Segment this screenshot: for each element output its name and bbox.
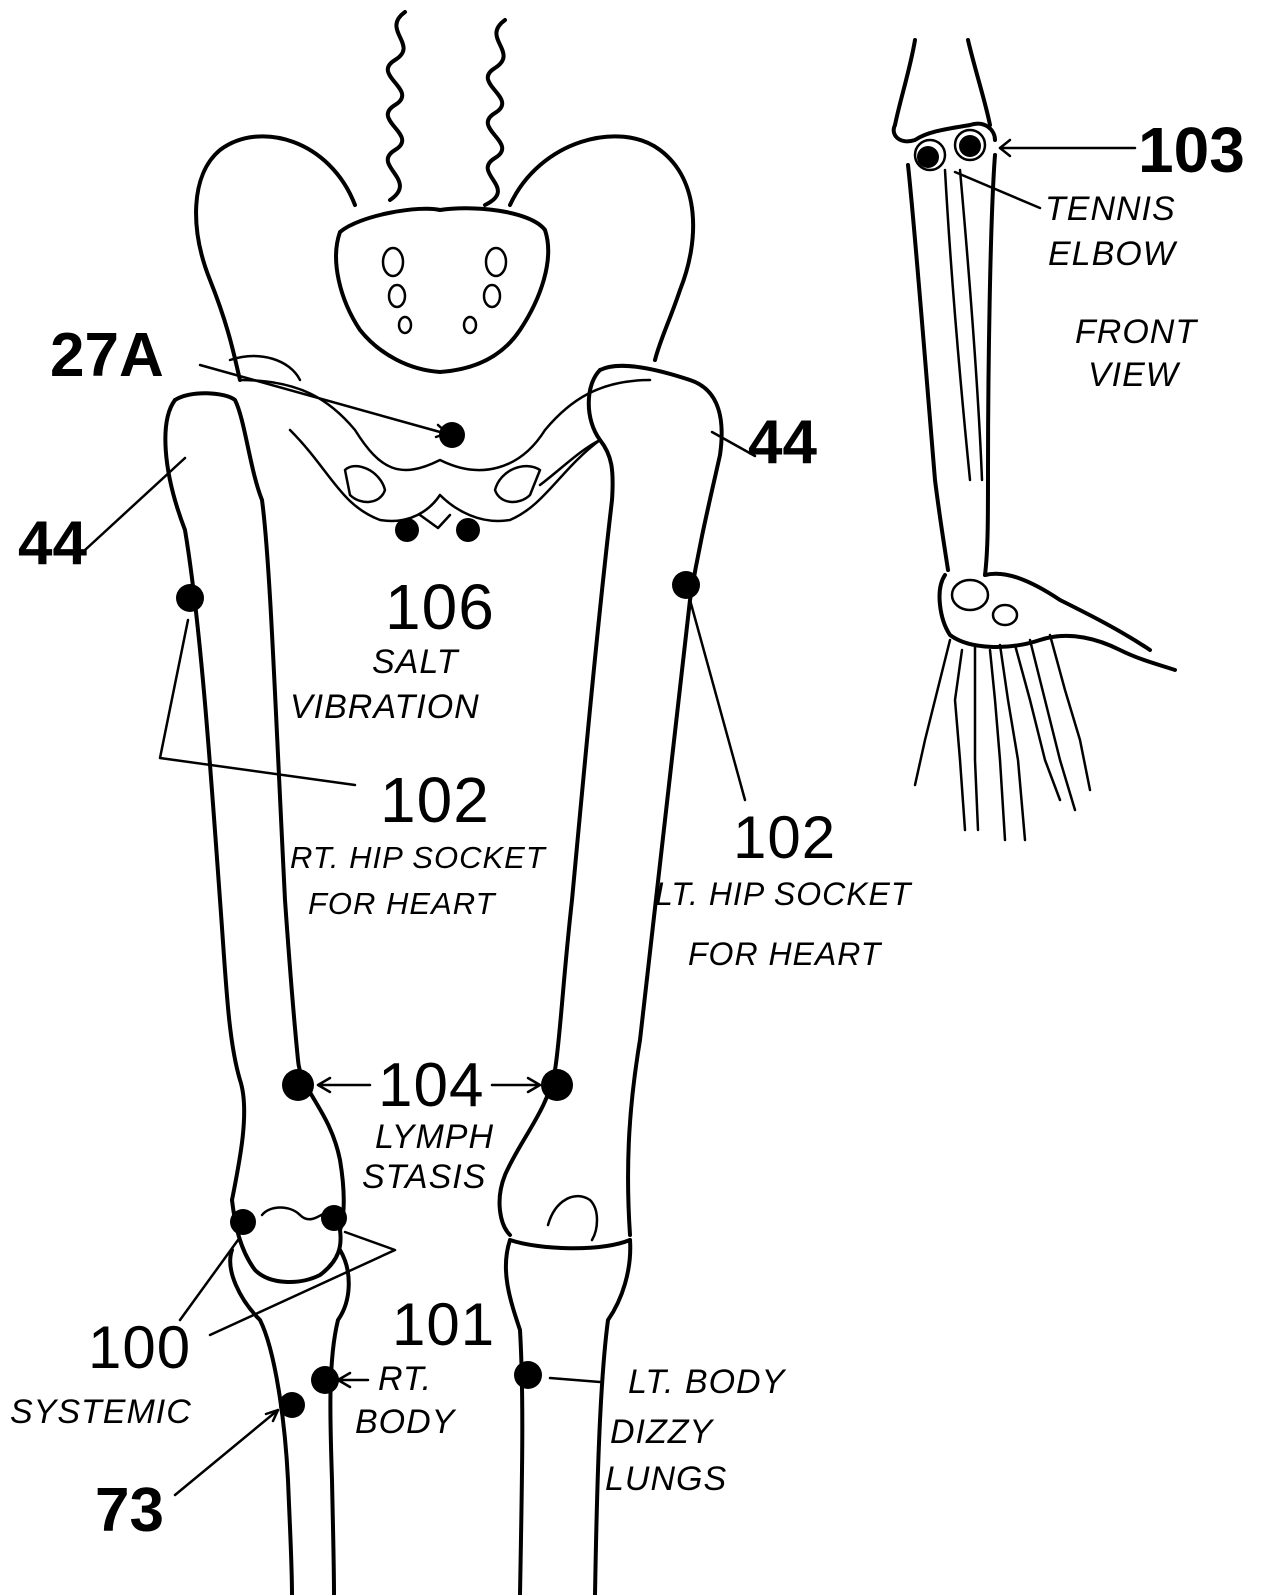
label-106-note-2: VIBRATION: [290, 690, 480, 724]
label-103: 103: [1138, 118, 1245, 182]
label-102-lt-note-2: FOR HEART: [688, 938, 881, 970]
label-102-rt-note-2: FOR HEART: [308, 888, 496, 919]
label-104-note-1: LYMPH: [375, 1120, 494, 1154]
spine-left-line: [388, 12, 405, 200]
point-101-dot: [311, 1366, 339, 1394]
point-102-lt-dot: [672, 571, 700, 599]
label-106: 106: [385, 575, 495, 639]
label-73: 73: [95, 1480, 164, 1542]
point-103-dot-b: [959, 135, 981, 157]
label-104: 104: [378, 1055, 484, 1117]
label-27a: 27A: [50, 325, 164, 387]
point-27a-dot: [439, 422, 465, 448]
right-femur: [165, 393, 343, 1282]
label-102-rt: 102: [380, 768, 490, 832]
point-104-rt-dot: [282, 1069, 314, 1101]
lt-body-note-1: LT. BODY: [628, 1365, 785, 1399]
view-label-1: FRONT: [1075, 315, 1197, 349]
pelvis: [196, 136, 693, 521]
left-femur: [500, 366, 722, 1240]
point-102-rt-dot: [176, 584, 204, 612]
label-102-lt-note-1: LT. HIP SOCKET: [655, 878, 911, 910]
point-103-dot-a: [917, 146, 939, 168]
label-44-left-side: 44: [748, 412, 817, 474]
point-73-dot: [279, 1392, 305, 1418]
label-102-lt: 102: [733, 808, 836, 868]
label-103-note-1: TENNIS: [1045, 192, 1176, 226]
point-106-dot-right: [456, 518, 480, 542]
point-lt-body-dot: [514, 1361, 542, 1389]
lt-body-note-2: DIZZY: [610, 1415, 713, 1449]
spine-right-line: [485, 20, 505, 205]
label-104-note-2: STASIS: [362, 1160, 486, 1194]
point-100-dot-a: [230, 1209, 256, 1235]
label-44-right-side: 44: [18, 513, 87, 575]
view-label-2: VIEW: [1088, 358, 1179, 392]
point-106-dot-left: [395, 518, 419, 542]
label-100: 100: [88, 1318, 191, 1378]
label-101-note-1: RT.: [378, 1362, 432, 1396]
point-100-dot-b: [321, 1205, 347, 1231]
point-104-lt-dot: [541, 1069, 573, 1101]
right-lower-leg: [230, 1250, 349, 1595]
label-102-rt-note-1: RT. HIP SOCKET: [290, 842, 546, 873]
label-101: 101: [392, 1295, 495, 1355]
label-100-note: SYSTEMIC: [10, 1395, 192, 1429]
label-106-note-1: SALT: [372, 645, 459, 679]
lt-body-note-3: LUNGS: [605, 1462, 727, 1496]
label-101-note-2: BODY: [355, 1405, 455, 1439]
label-103-note-2: ELBOW: [1048, 237, 1176, 271]
